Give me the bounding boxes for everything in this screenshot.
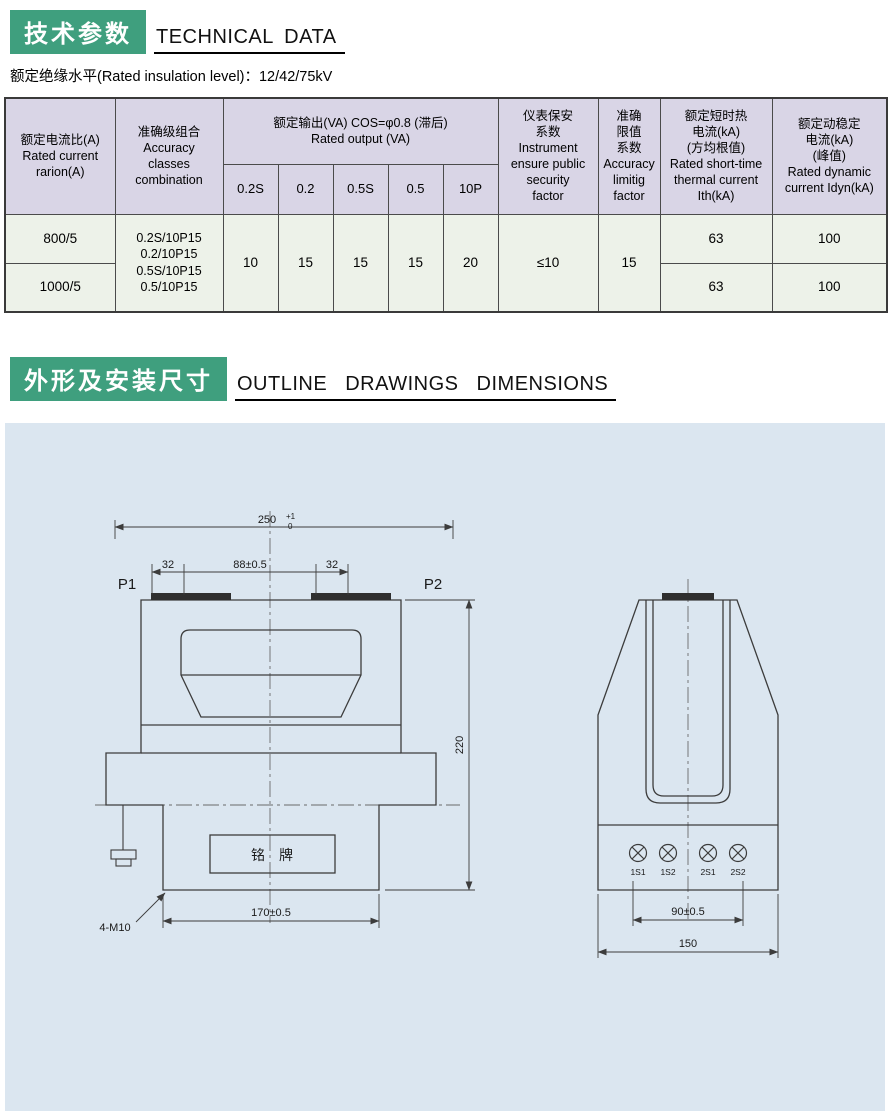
subheader-10p: 10P <box>442 163 499 215</box>
header-dynamic-current: 额定动稳定 电流(kA) (峰值) Rated dynamic current … <box>771 97 888 215</box>
nameplate-label: 铭 牌 <box>251 847 293 863</box>
dim-depth-label: 150 <box>679 938 697 950</box>
insulation-level-note: 额定绝缘水平(Rated insulation level)：12/42/75k… <box>10 69 333 85</box>
header-rated-current-ratio: 额定电流比(A) Rated current rarion(A) <box>4 97 116 215</box>
mounting-bolt-label: 4-M10 <box>99 922 130 934</box>
cell-ratio-2: 1000/5 <box>4 262 116 313</box>
technical-data-section-header: 技术参数 TECHNICAL DATA <box>10 10 890 54</box>
nameplate-box <box>209 834 336 874</box>
cell-output-0-2: 15 <box>277 213 334 313</box>
technical-data-table: 额定电流比(A) Rated current rarion(A) 准确级组合 A… <box>4 97 889 313</box>
header-accuracy-limit-factor: 准确 限值 系数 Accuracy limitig factor <box>597 97 661 215</box>
cell-thermal-1: 63 <box>659 213 773 264</box>
terminal-label-2s2: 2S2 <box>730 867 745 877</box>
primary-terminal-pad-p2 <box>311 593 391 600</box>
section-title-cn-technical: 技术参数 <box>10 10 146 54</box>
side-view-outline <box>597 599 779 891</box>
subheader-0-2: 0.2 <box>277 163 334 215</box>
dim-88-label: 88±0.5 <box>233 559 267 571</box>
header-accuracy-classes: 准确级组合 Accuracy classes combination <box>114 97 224 215</box>
subheader-0-5: 0.5 <box>387 163 444 215</box>
cell-accuracy-classes: 0.2S/10P15 0.2/10P15 0.5S/10P15 0.5/10P1… <box>114 213 224 313</box>
side-core-outer <box>645 600 731 804</box>
side-top-terminal-pad <box>662 593 714 600</box>
cell-thermal-2: 63 <box>659 262 773 313</box>
dim-tolerance-zero: 0 <box>288 522 293 531</box>
dim-height-label: 220 <box>454 736 466 754</box>
terminal-label-1s1: 1S1 <box>630 867 645 877</box>
section-title-en-technical: TECHNICAL DATA <box>154 25 345 54</box>
dim-overall-width-label: 250 <box>258 514 276 526</box>
cell-dynamic-1: 100 <box>771 213 888 264</box>
terminal-screw-2s1 <box>698 843 718 863</box>
secondary-terminals <box>628 843 748 863</box>
ground-terminal <box>110 805 137 867</box>
terminal-label-1s2: 1S2 <box>660 867 675 877</box>
dim-terminal-spacing-label: 90±0.5 <box>671 906 705 918</box>
outline-section-header: 外形及安装尺寸 OUTLINE DRAWINGS DIMENSIONS <box>10 357 890 401</box>
cell-limit-factor: 15 <box>597 213 661 313</box>
cell-ratio-1: 800/5 <box>4 213 116 264</box>
cell-output-10p: 20 <box>442 213 499 313</box>
header-instrument-security-factor: 仪表保安 系数 Instrument ensure public securit… <box>497 97 599 215</box>
outline-drawing-svg: 250 +1 0 32 88±0.5 32 P1 P2 220 铭 牌 170±… <box>95 511 779 958</box>
cell-dynamic-2: 100 <box>771 262 888 313</box>
terminal-screw-1s2 <box>658 843 678 863</box>
section-title-en-outline: OUTLINE DRAWINGS DIMENSIONS <box>235 372 617 401</box>
section-title-cn-outline: 外形及安装尺寸 <box>10 357 227 401</box>
bolt-leader-line <box>135 892 166 923</box>
table-row-1000-5: 1000/5 63 100 <box>4 262 888 313</box>
dim-32-right-label: 32 <box>326 559 338 571</box>
cell-output-0-5: 15 <box>387 213 444 313</box>
terminal-screw-1s1 <box>628 843 648 863</box>
subheader-0-5s: 0.5S <box>332 163 389 215</box>
window-opening <box>180 629 362 718</box>
terminal-screw-2s2 <box>728 843 748 863</box>
p2-terminal-label: P2 <box>424 576 442 593</box>
terminal-label-2s1: 2S1 <box>700 867 715 877</box>
header-short-time-thermal-current: 额定短时热 电流(kA) (方均根值) Rated short-time the… <box>659 97 773 215</box>
subheader-0-2s: 0.2S <box>222 163 279 215</box>
cell-output-0-5s: 15 <box>332 213 389 313</box>
header-rated-output-group: 额定输出(VA) COS=φ0.8 (滞后) Rated output (VA) <box>222 97 499 165</box>
cell-output-0-2s: 10 <box>222 213 279 313</box>
primary-terminal-pad-p1 <box>151 593 231 600</box>
dim-tolerance-plus: +1 <box>286 512 296 521</box>
cell-security-factor: ≤10 <box>497 213 599 313</box>
table-row-800-5: 800/5 0.2S/10P15 0.2/10P15 0.5S/10P15 0.… <box>4 213 888 313</box>
side-core-inner <box>652 600 724 797</box>
outline-drawings-panel: 250 +1 0 32 88±0.5 32 P1 P2 220 铭 牌 170±… <box>5 423 885 1111</box>
dim-base-width-label: 170±0.5 <box>251 907 291 919</box>
dim-32-left-label: 32 <box>162 559 174 571</box>
datasheet-page: 技术参数 TECHNICAL DATA 额定绝缘水平(Rated insulat… <box>0 10 890 1112</box>
p1-terminal-label: P1 <box>118 576 136 593</box>
